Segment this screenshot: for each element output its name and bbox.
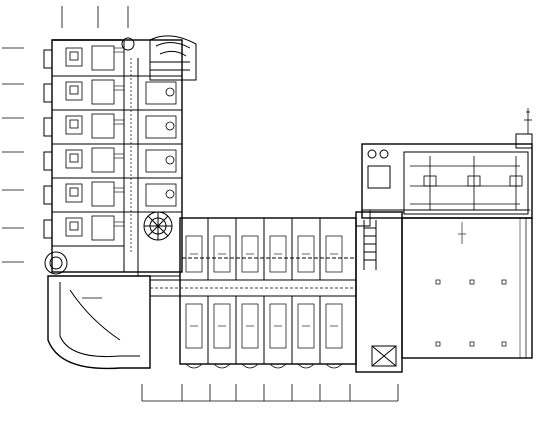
dimension-ticks-top (61, 6, 129, 28)
dimension-ticks-left (2, 47, 24, 263)
southwest-tower (44, 251, 68, 275)
balcony-bumps (43, 49, 53, 239)
window-arcs (185, 363, 343, 369)
curved-lobby (47, 275, 151, 370)
northeast-block (361, 108, 533, 219)
east-stair-core (355, 211, 403, 373)
ahu-units (410, 156, 523, 210)
diffuser-marks (190, 253, 338, 327)
east-open-hall (401, 217, 533, 359)
guest-room-furniture (65, 45, 177, 241)
office-bays-north (185, 218, 343, 280)
columns (435, 279, 507, 347)
office-bays-south (185, 296, 343, 364)
ducts-west (114, 47, 124, 227)
spiral-stair (143, 211, 173, 241)
north-stair-rotunda (121, 35, 197, 81)
dimension-lines (2, 6, 399, 402)
guest-room-dividers (52, 75, 182, 247)
dimension-line-bottom (141, 384, 399, 402)
main-ducts (137, 209, 530, 277)
west-wing (43, 35, 197, 275)
central-block (150, 217, 357, 369)
